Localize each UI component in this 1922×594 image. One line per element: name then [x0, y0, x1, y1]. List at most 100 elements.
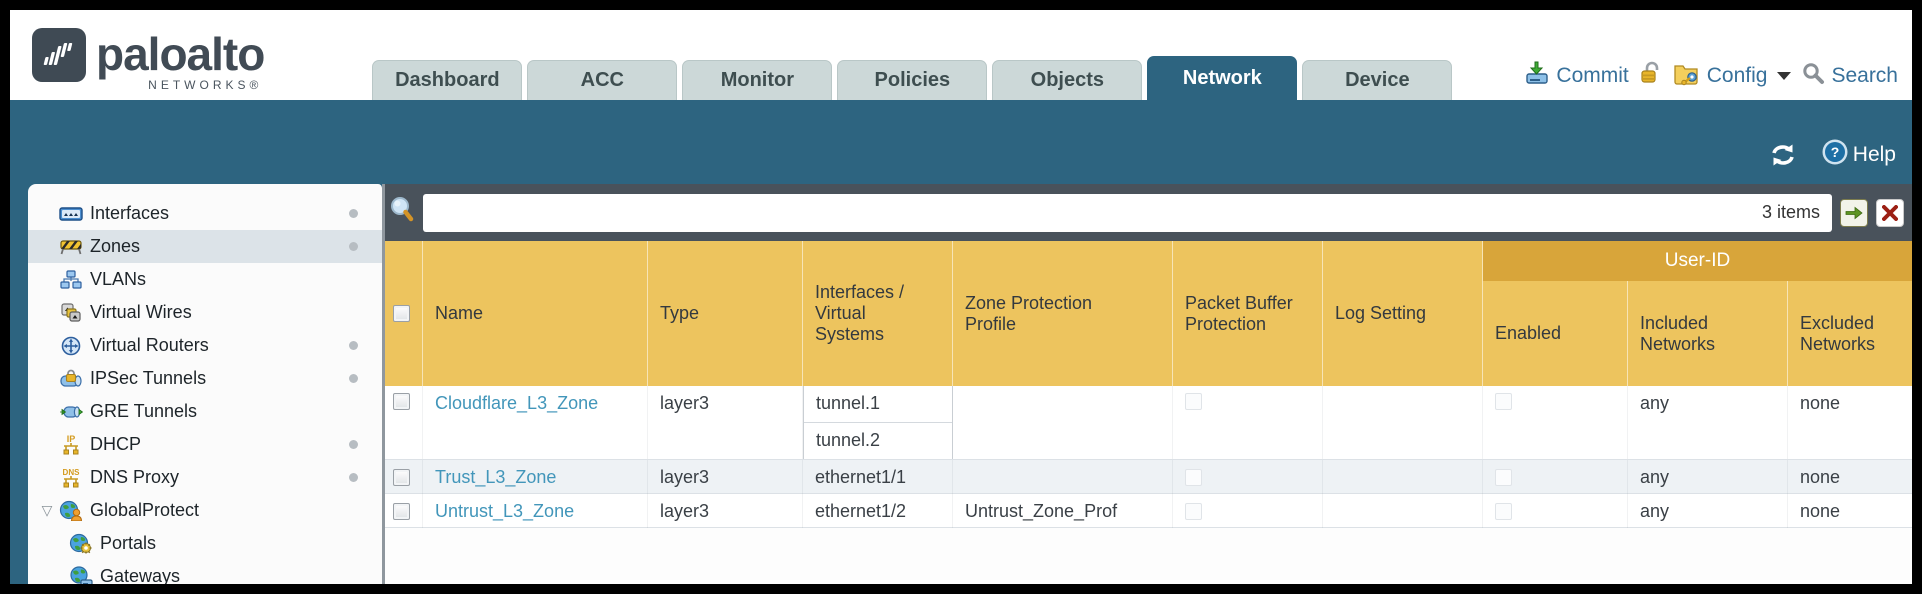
enabled-checkbox[interactable]: [1495, 468, 1512, 486]
log-setting: [1323, 460, 1483, 494]
sidebar-item-vlans[interactable]: VLANs: [28, 263, 382, 296]
commit-button[interactable]: Commit: [1524, 60, 1629, 92]
app-window: paloalto NETWORKS® Dashboard ACC Monitor…: [10, 10, 1912, 584]
status-dot: [349, 209, 358, 218]
vlans-icon: [58, 269, 84, 291]
sidebar-item-label: GlobalProtect: [90, 500, 200, 520]
enabled-checkbox[interactable]: [1495, 393, 1512, 410]
sidebar-item-label: Virtual Wires: [90, 302, 192, 322]
svg-text:DNS: DNS: [63, 468, 81, 477]
packet-buffer-checkbox[interactable]: [1185, 502, 1202, 520]
config-label: Config: [1706, 64, 1768, 87]
tab-objects[interactable]: Objects: [992, 60, 1143, 100]
included-networks: any: [1628, 494, 1788, 528]
virtual-wires-icon: [58, 302, 84, 324]
collapse-triangle-icon[interactable]: ▽: [41, 502, 53, 518]
main-nav-tabs: Dashboard ACC Monitor Policies Objects N…: [372, 56, 1453, 100]
status-dot: [349, 440, 358, 449]
sidebar-item-dns-proxy[interactable]: DNS DNS Proxy: [28, 461, 382, 494]
row-checkbox[interactable]: [393, 468, 410, 486]
tab-policies[interactable]: Policies: [837, 60, 988, 100]
status-dot: [349, 242, 358, 251]
table-row[interactable]: Untrust_L3_Zone layer3 ethernet1/2 Untru…: [385, 494, 1912, 528]
zone-interfaces: ethernet1/2: [803, 494, 953, 528]
dhcp-icon: IP: [58, 434, 84, 456]
column-header-log-setting[interactable]: Log Setting: [1323, 241, 1483, 386]
tab-dashboard[interactable]: Dashboard: [372, 60, 523, 100]
zone-name-link[interactable]: Cloudflare_L3_Zone: [435, 393, 599, 413]
apply-filter-button[interactable]: [1840, 198, 1868, 227]
packet-buffer-checkbox[interactable]: [1185, 468, 1202, 486]
sidebar-item-label: GRE Tunnels: [90, 401, 198, 421]
zone-name-link[interactable]: Trust_L3_Zone: [435, 466, 557, 487]
table-empty-area: [385, 528, 1912, 584]
config-menu[interactable]: Config: [1673, 60, 1792, 92]
interface-item: tunnel.2: [816, 430, 881, 451]
lock-icon[interactable]: [1639, 60, 1663, 92]
sidebar-item-gre-tunnels[interactable]: GRE Tunnels: [28, 395, 382, 428]
help-label: Help: [1852, 143, 1896, 166]
column-header-enabled[interactable]: Enabled: [1483, 281, 1628, 386]
tab-acc[interactable]: ACC: [527, 60, 678, 100]
row-checkbox[interactable]: [393, 502, 410, 520]
globalprotect-icon: [58, 500, 84, 522]
zone-type: layer3: [648, 386, 803, 459]
zones-table-body: Cloudflare_L3_Zone layer3 tunnel.1 tunne…: [385, 386, 1912, 528]
interface-item: tunnel.1: [804, 386, 952, 423]
packet-buffer-checkbox[interactable]: [1185, 393, 1202, 410]
sidebar-item-virtual-wires[interactable]: Virtual Wires: [28, 296, 382, 329]
tab-monitor[interactable]: Monitor: [682, 60, 833, 100]
filter-input[interactable]: [423, 193, 1832, 232]
select-all-checkbox[interactable]: [393, 305, 410, 322]
sidebar-item-globalprotect[interactable]: ▽ GlobalProtect: [28, 494, 382, 527]
sidebar-nav: Interfaces Zones: [28, 184, 382, 584]
status-dot: [349, 374, 358, 383]
sidebar-item-ipsec-tunnels[interactable]: IPSec Tunnels: [28, 362, 382, 395]
page-banner: ? Help: [10, 100, 1912, 184]
sidebar-item-zones[interactable]: Zones: [28, 230, 382, 263]
help-button[interactable]: ? Help: [1821, 138, 1896, 172]
zones-icon: [58, 236, 84, 258]
zone-name-link[interactable]: Untrust_L3_Zone: [435, 500, 575, 521]
user-id-group-header: User-ID: [1483, 241, 1912, 281]
gateways-icon: [68, 566, 94, 584]
zone-protection-profile: [953, 460, 1173, 494]
column-header-type[interactable]: Type: [648, 241, 803, 386]
sidebar-item-label: VLANs: [90, 269, 147, 289]
commit-icon: [1524, 60, 1550, 92]
sidebar-divider[interactable]: [382, 184, 385, 584]
tab-device[interactable]: Device: [1302, 60, 1453, 100]
gre-tunnels-icon: [58, 401, 84, 423]
sidebar-item-dhcp[interactable]: IP DHCP: [28, 428, 382, 461]
sidebar-item-label: Virtual Routers: [90, 335, 209, 355]
search-button[interactable]: Search: [1801, 61, 1898, 91]
table-row[interactable]: Trust_L3_Zone layer3 ethernet1/1 any non…: [385, 460, 1912, 494]
row-checkbox[interactable]: [393, 393, 410, 410]
select-all-cell: [385, 241, 423, 386]
refresh-icon[interactable]: [1769, 143, 1797, 172]
sidebar-item-virtual-routers[interactable]: Virtual Routers: [28, 329, 382, 362]
sidebar-item-interfaces[interactable]: Interfaces: [28, 197, 382, 230]
column-header-name[interactable]: Name: [423, 241, 648, 386]
zone-protection-profile: Untrust_Zone_Prof: [953, 494, 1173, 528]
zone-interfaces: ethernet1/1: [803, 460, 953, 494]
tab-network[interactable]: Network: [1147, 56, 1298, 100]
chevron-down-icon: [1777, 72, 1792, 80]
search-icon: [1801, 61, 1825, 91]
table-row[interactable]: Cloudflare_L3_Zone layer3 tunnel.1 tunne…: [385, 386, 1912, 460]
log-setting: [1323, 494, 1483, 528]
commit-label: Commit: [1556, 64, 1629, 87]
clear-filter-button[interactable]: [1876, 198, 1904, 227]
interfaces-icon: [58, 203, 84, 225]
sidebar-item-gateways[interactable]: Gateways: [28, 560, 382, 584]
enabled-checkbox[interactable]: [1495, 502, 1512, 520]
zone-type: layer3: [648, 460, 803, 494]
sidebar-item-portals[interactable]: Portals: [28, 527, 382, 560]
